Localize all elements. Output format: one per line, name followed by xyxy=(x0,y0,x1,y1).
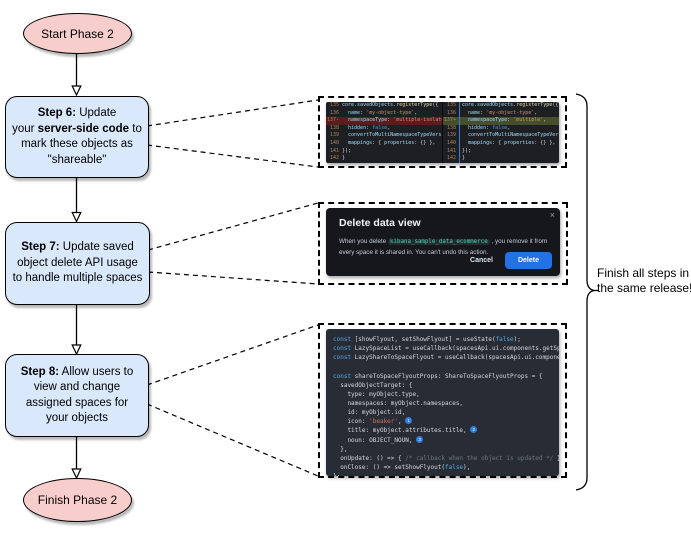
dialog-body-text2: , you remove it from every space it is s… xyxy=(339,238,548,256)
diff-row: 138 hidden: false, xyxy=(329,124,391,131)
code-line: namespaces: myObject.namespaces, xyxy=(333,399,464,407)
code-line: noun: OBJECT_NOUN, 3 xyxy=(333,435,559,445)
code-line: }; xyxy=(333,472,559,476)
text-line: your server-side code to xyxy=(12,122,142,135)
diff-row: 137+ namespaceType: 'multiple', xyxy=(443,117,559,125)
text-line: "shareable" xyxy=(47,153,107,166)
number-badge: 3 xyxy=(416,435,424,443)
finish-node: Finish Phase 2 xyxy=(23,478,132,522)
code-line: const LazySpaceList = useCallback(spaces… xyxy=(333,345,559,353)
text-line: mark these objects as xyxy=(21,138,133,150)
code-line: }, xyxy=(333,445,348,453)
diff-row: 140 mappings: { properties: {} }, xyxy=(443,139,559,148)
code-line: onUpdate: () => { /* callback when the o… xyxy=(333,454,559,462)
dialog-body-text: When you delete xyxy=(339,238,389,245)
delete-data-view-dialog: × Delete data view When you delete kiban… xyxy=(326,208,560,276)
diff-row: 141}); xyxy=(329,147,352,154)
text-line: Step 6: Update xyxy=(37,107,117,119)
diff-row: 139 convertToMultiNamespaceTypeVersion: … xyxy=(446,132,559,140)
code-line: id: myObject.id, xyxy=(333,409,406,417)
code-line xyxy=(333,362,559,371)
step8-box: Step 8: Allow users to view and change ass… xyxy=(5,354,149,437)
dialog-title: Delete data view xyxy=(339,217,421,229)
diff-row: 136 name: 'my-object-type', xyxy=(443,109,559,118)
code-line: title: myObject.attributes.title, 2 xyxy=(333,426,559,435)
code-line: type: myObject.type, xyxy=(333,390,420,398)
diff-row: 142} xyxy=(443,155,559,163)
code-line: savedObjectTarget: { xyxy=(333,381,413,389)
code-line: const LazyShareToSpaceFlyout = useCallba… xyxy=(333,354,559,362)
code-line: const shareToSpaceFlyoutProps: ShareToSp… xyxy=(333,372,543,380)
cancel-button[interactable]: Cancel xyxy=(470,257,493,264)
diff-row: 140 mappings: { properties: {} }, xyxy=(329,139,436,146)
number-badge: 2 xyxy=(470,426,478,434)
close-icon[interactable]: × xyxy=(549,210,555,220)
code-line: const [showFlyout, setShowFlyout] = useS… xyxy=(333,336,521,343)
code-screenshot-frame xyxy=(318,323,567,478)
diff-row: 142} xyxy=(329,155,346,162)
step6-box: Step 6: Update your server-side code to ma… xyxy=(5,96,149,178)
diff-row: 139 convertToMultiNamespaceTypeVersion: … xyxy=(329,132,442,139)
text-line: assigned spaces for xyxy=(25,396,129,409)
dialog-footer: Cancel Delete xyxy=(470,252,552,269)
start-node: Start Phase 2 xyxy=(23,13,132,54)
finish-node-label: Finish Phase 2 xyxy=(37,493,118,507)
diff-screenshot-frame xyxy=(318,96,567,168)
number-badge: 1 xyxy=(405,417,413,425)
text-line: Step 8: Allow users to xyxy=(20,365,134,378)
curly-brace xyxy=(575,93,599,491)
diff-row: 136 name: 'my-object-type', xyxy=(329,109,418,116)
dialog-body: When you delete kibana_sample_data_ecomm… xyxy=(339,237,557,257)
text-line: to handle multiple spaces xyxy=(12,272,143,285)
diff-row: 138 hidden: false, xyxy=(443,124,559,133)
dialog-screenshot-frame xyxy=(318,202,568,285)
release-annotation: Finish all steps in the same release! xyxy=(597,266,691,295)
flyout-code-panel: const [showFlyout, setShowFlyout] = useS… xyxy=(326,329,559,476)
index-name-code: kibana_sample_data_ecommerce xyxy=(388,239,490,245)
diff-row: 141}); xyxy=(443,147,559,156)
text-line: Step 7: Update saved xyxy=(21,241,134,254)
delete-button[interactable]: Delete xyxy=(504,252,552,269)
text-line: object delete API usage xyxy=(17,256,138,269)
code-line: onClose: () => setShowFlyout(false), xyxy=(333,463,471,471)
diff-row: 137- namespaceType: 'multiple-isolated', xyxy=(326,117,442,125)
code-line: icon: 'beaker', 1 xyxy=(333,417,559,426)
text-line: view and change xyxy=(33,381,121,393)
start-node-label: Start Phase 2 xyxy=(41,26,114,41)
step7-box: Step 7: Update saved object delete API us… xyxy=(5,222,150,305)
text-line: your objects xyxy=(45,412,108,424)
